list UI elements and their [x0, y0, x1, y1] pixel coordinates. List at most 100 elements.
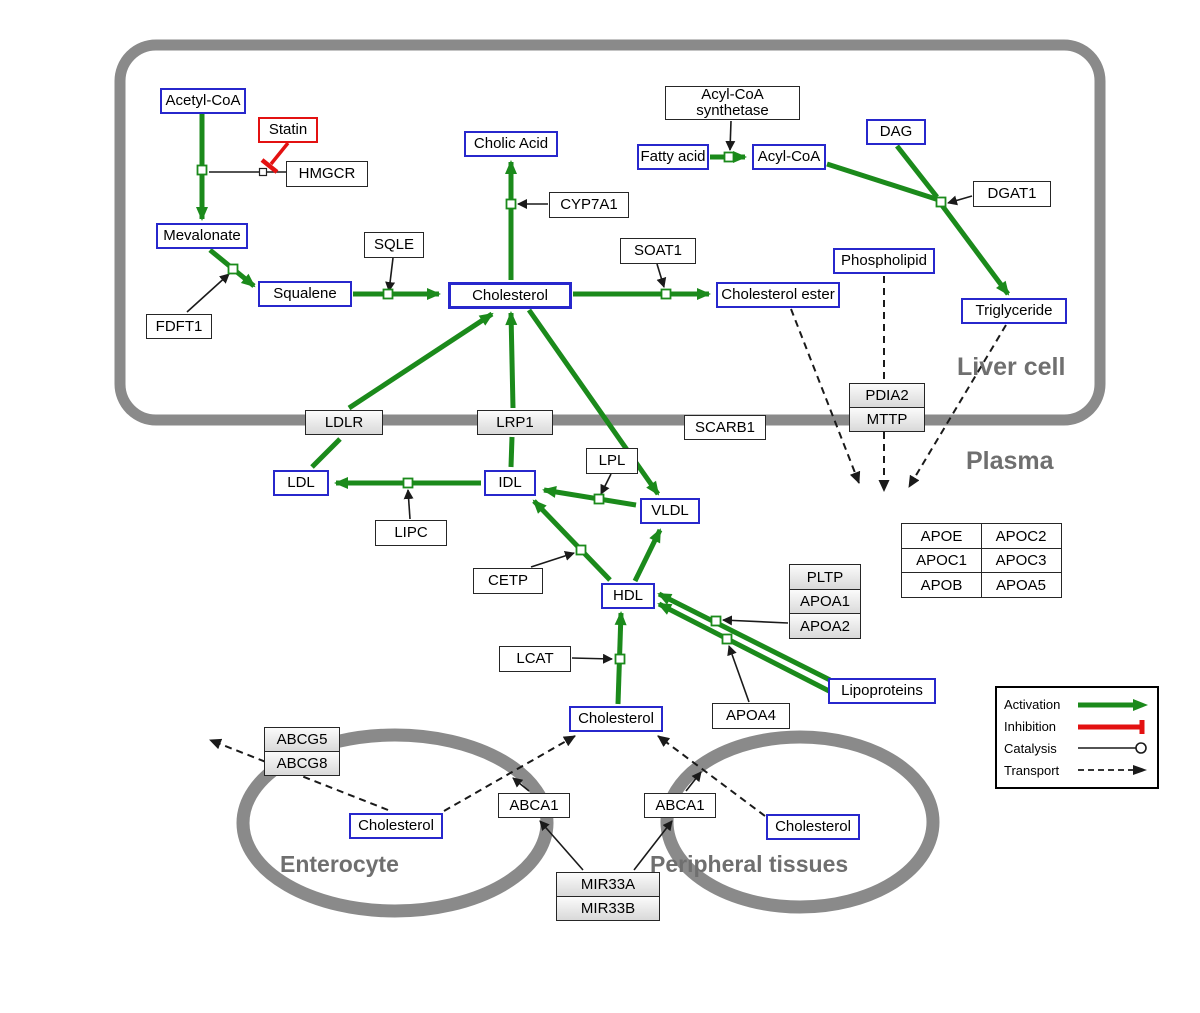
node-pdia2[interactable]: PDIA2: [849, 383, 925, 408]
edge-mir33-abca1-left: [539, 820, 584, 871]
transport-edges: [209, 276, 1007, 817]
node-abca1-right[interactable]: ABCA1: [644, 793, 716, 818]
label-liver-cell: Liver cell: [957, 353, 1066, 381]
node-cholic-acid[interactable]: Cholic Acid: [464, 131, 558, 157]
catalysis-abca1-right: [685, 771, 702, 792]
node-apoc2[interactable]: APOC2: [980, 523, 1062, 549]
node-ldl[interactable]: LDL: [273, 470, 329, 496]
edge-dag-junction: [895, 144, 939, 199]
node-lcat[interactable]: LCAT: [499, 646, 571, 672]
node-triglyceride[interactable]: Triglyceride: [961, 298, 1067, 324]
inhibition-edge-statin: [260, 141, 290, 174]
node-lpl[interactable]: LPL: [586, 448, 638, 474]
reaction-squares: [196, 151, 947, 665]
catalysis-cetp: [530, 551, 575, 568]
node-lrp1[interactable]: LRP1: [477, 410, 553, 435]
edge-lipoproteins-hdl-upper: [657, 591, 832, 683]
node-apoa2[interactable]: APOA2: [789, 613, 861, 639]
legend-row-inhibition: Inhibition: [1004, 719, 1150, 735]
stack-abcg5-abcg8: ABCG5 ABCG8: [264, 727, 340, 776]
transport-enterocyte-cholesterol-out: [443, 735, 576, 812]
node-dag[interactable]: DAG: [866, 119, 926, 145]
label-peripheral-tissues: Peripheral tissues: [650, 851, 849, 877]
node-apob[interactable]: APOB: [901, 572, 982, 598]
node-abcg8[interactable]: ABCG8: [264, 750, 340, 776]
node-statin[interactable]: Statin: [258, 117, 318, 143]
catalysis-symbol: [1078, 742, 1147, 755]
node-cyp7a1[interactable]: CYP7A1: [549, 192, 629, 218]
stack-mir33: MIR33A MIR33B: [556, 872, 660, 921]
edge-junction-triglyceride: [938, 202, 1011, 296]
node-vldl[interactable]: VLDL: [640, 498, 700, 524]
catalysis-lpl: [600, 473, 612, 495]
stack-pltp-apoa1-apoa2: PLTP APOA1 APOA2: [789, 564, 861, 639]
catalysis-sqle: [385, 257, 396, 292]
node-cholesterol-enterocyte[interactable]: Cholesterol: [349, 813, 443, 839]
node-mir33a[interactable]: MIR33A: [556, 872, 660, 897]
node-acyl-coa-synthetase[interactable]: Acyl-CoA synthetase: [665, 86, 800, 120]
node-fdft1[interactable]: FDFT1: [146, 314, 212, 339]
node-lipc[interactable]: LIPC: [375, 520, 447, 546]
node-sqle[interactable]: SQLE: [364, 232, 424, 258]
node-abca1-left[interactable]: ABCA1: [498, 793, 570, 818]
node-cetp[interactable]: CETP: [473, 568, 543, 594]
node-hmgcr[interactable]: HMGCR: [286, 161, 368, 187]
catalysis-apoa4: [727, 645, 750, 703]
node-cholesterol-peripheral[interactable]: Cholesterol: [766, 814, 860, 840]
transport-peripheral-cholesterol-out: [657, 735, 766, 817]
node-apoc1[interactable]: APOC1: [901, 547, 982, 574]
node-acyl-coa[interactable]: Acyl-CoA: [752, 144, 826, 170]
node-squalene[interactable]: Squalene: [258, 281, 352, 307]
transport-triglyceride-plasma: [908, 324, 1007, 488]
legend-activation-label: Activation: [1004, 697, 1061, 713]
node-cholesterol-ester[interactable]: Cholesterol ester: [716, 282, 840, 308]
label-plasma: Plasma: [966, 447, 1054, 475]
node-scarb1[interactable]: SCARB1: [684, 415, 766, 440]
legend-row-activation: Activation: [1004, 697, 1150, 713]
legend-transport-label: Transport: [1004, 762, 1060, 778]
activation-edges: [196, 114, 1011, 705]
edge-idl-lrp1: [508, 436, 515, 468]
catalysis-pltp-apoa1-apoa2: [722, 615, 789, 626]
node-acetyl-coa[interactable]: Acetyl-CoA: [160, 88, 246, 114]
catalysis-edges: [186, 120, 973, 871]
catalysis-soat1: [656, 263, 667, 288]
edge-vldl-idl: [542, 486, 637, 508]
node-apoa4[interactable]: APOA4: [712, 703, 790, 729]
catalysis-fdft1: [186, 273, 230, 313]
label-enterocyte: Enterocyte: [280, 851, 399, 877]
catalysis-lipc: [403, 489, 414, 520]
statin-inhibition-line: [269, 141, 290, 166]
node-fatty-acid[interactable]: Fatty acid: [637, 144, 709, 170]
node-lipoproteins[interactable]: Lipoproteins: [828, 678, 936, 704]
node-cholesterol-liver[interactable]: Cholesterol: [448, 282, 572, 309]
legend-catalysis-label: Catalysis: [1004, 740, 1057, 756]
node-abcg5[interactable]: ABCG5: [264, 727, 340, 752]
node-apoa5[interactable]: APOA5: [980, 572, 1062, 598]
node-mttp[interactable]: MTTP: [849, 406, 925, 432]
catalysis-acylcoa-synthetase: [725, 120, 736, 151]
edge-ldl-ldlr: [310, 437, 342, 469]
node-apoa1[interactable]: APOA1: [789, 588, 861, 615]
node-dgat1[interactable]: DGAT1: [973, 181, 1051, 207]
node-mevalonate[interactable]: Mevalonate: [156, 223, 248, 249]
node-phospholipid[interactable]: Phospholipid: [833, 248, 935, 274]
node-mir33b[interactable]: MIR33B: [556, 895, 660, 921]
statin-inhibition-tbar: [260, 158, 279, 174]
legend: Activation Inhibition Catalysis Transpor…: [995, 686, 1159, 789]
node-apoc3[interactable]: APOC3: [980, 547, 1062, 574]
node-ldlr[interactable]: LDLR: [305, 410, 383, 435]
stack-pdia2-mttp: PDIA2 MTTP: [849, 383, 925, 432]
transport-enterocyte-efflux-abcg: [209, 738, 389, 811]
node-pltp[interactable]: PLTP: [789, 564, 861, 590]
edge-lipoproteins-hdl-lower: [657, 601, 835, 696]
node-apoe[interactable]: APOE: [901, 523, 982, 549]
node-idl[interactable]: IDL: [484, 470, 536, 496]
node-cholesterol-plasma[interactable]: Cholesterol: [569, 706, 663, 732]
node-soat1[interactable]: SOAT1: [620, 238, 696, 264]
legend-row-transport: Transport: [1004, 762, 1150, 778]
catalysis-lcat: [571, 653, 613, 664]
catalysis-dgat1: [947, 195, 973, 206]
node-hdl[interactable]: HDL: [601, 583, 655, 609]
